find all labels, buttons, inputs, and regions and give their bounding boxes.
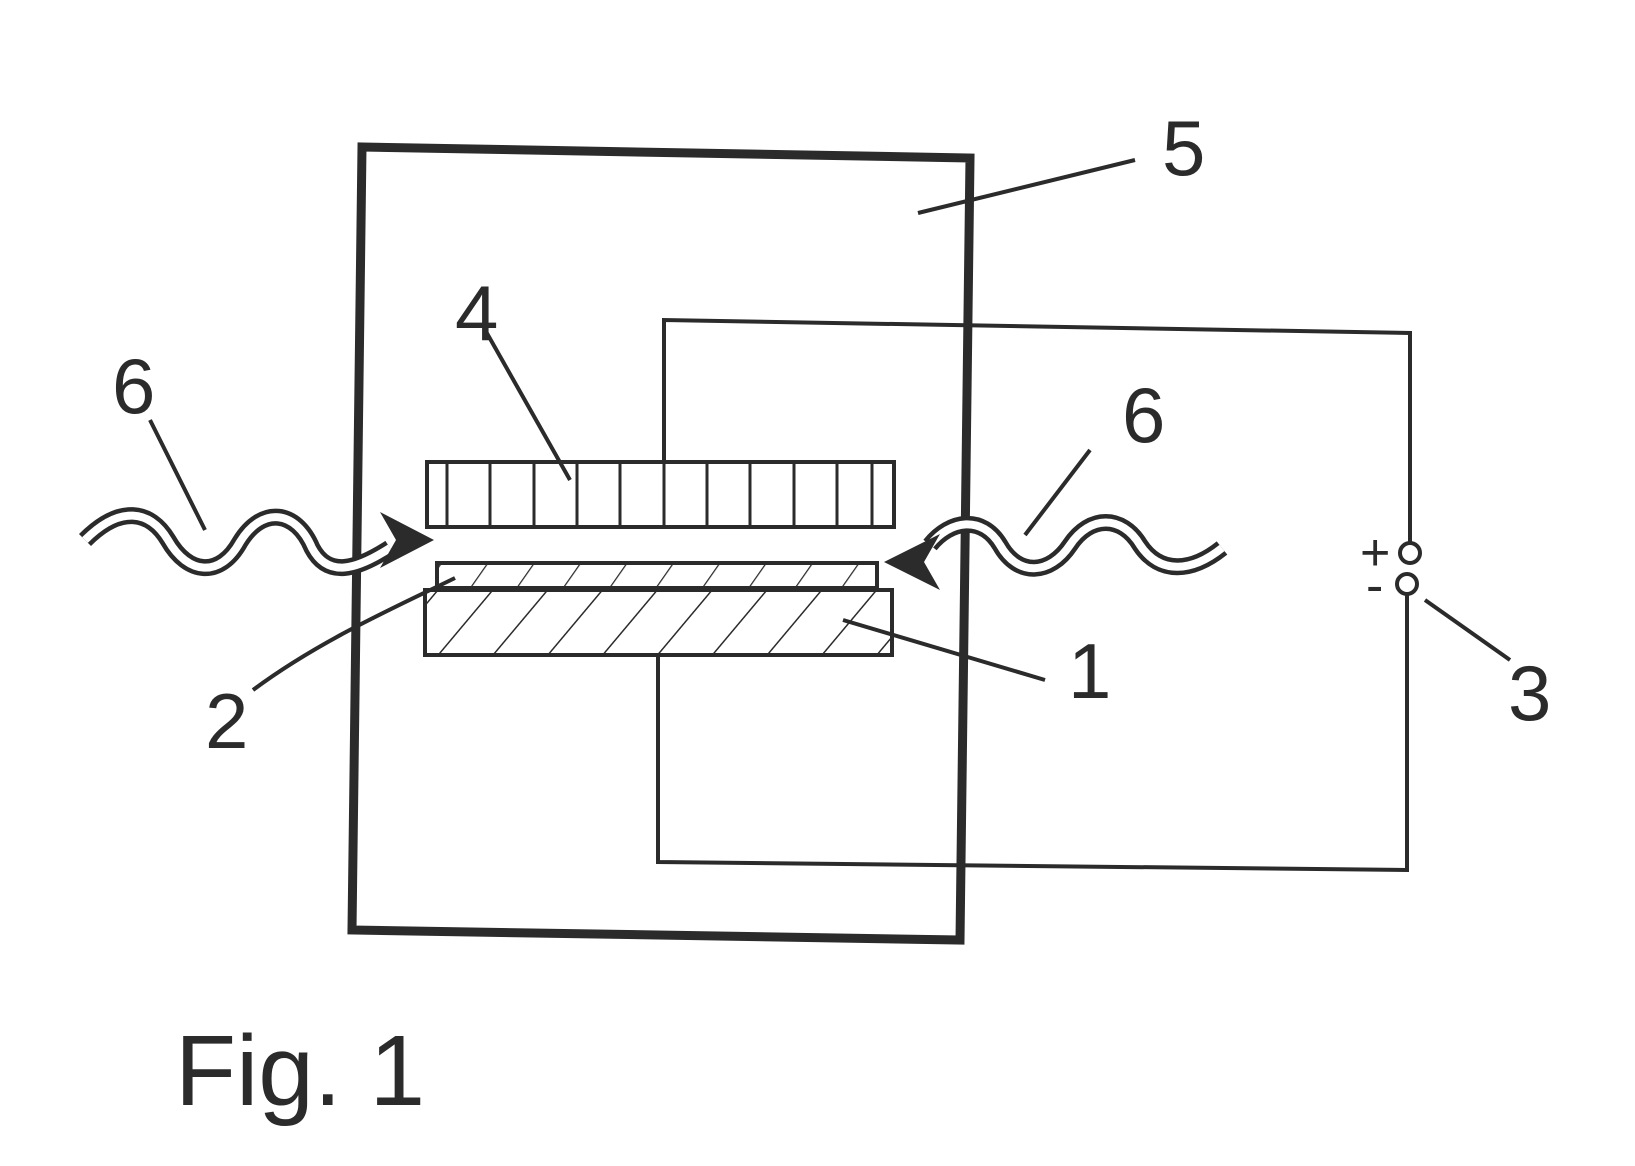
- source-minus-sign: -: [1366, 557, 1383, 615]
- thin-layer: [437, 563, 877, 588]
- leader-line-6-right: [1025, 450, 1090, 535]
- label-4: 4: [455, 269, 498, 357]
- label-5: 5: [1162, 104, 1205, 192]
- source-terminal-plus: [1400, 543, 1420, 563]
- leader-line-3: [1425, 600, 1510, 660]
- leader-line-5: [918, 160, 1135, 213]
- source-terminal-minus: [1397, 574, 1417, 594]
- chamber-outline: [352, 147, 970, 940]
- label-2: 2: [205, 677, 248, 765]
- left-radiation-wave: [85, 516, 390, 568]
- figure-caption: Fig. 1: [175, 1015, 425, 1127]
- label-3: 3: [1508, 649, 1551, 737]
- right-arrow-head: [884, 534, 940, 590]
- substrate: [425, 590, 892, 655]
- leader-line-6-left: [150, 420, 205, 530]
- label-6-left: 6: [112, 342, 155, 430]
- label-1: 1: [1068, 627, 1111, 715]
- right-radiation-wave: [930, 523, 1222, 569]
- label-6-right: 6: [1122, 371, 1165, 459]
- upper-electrode: [427, 462, 894, 527]
